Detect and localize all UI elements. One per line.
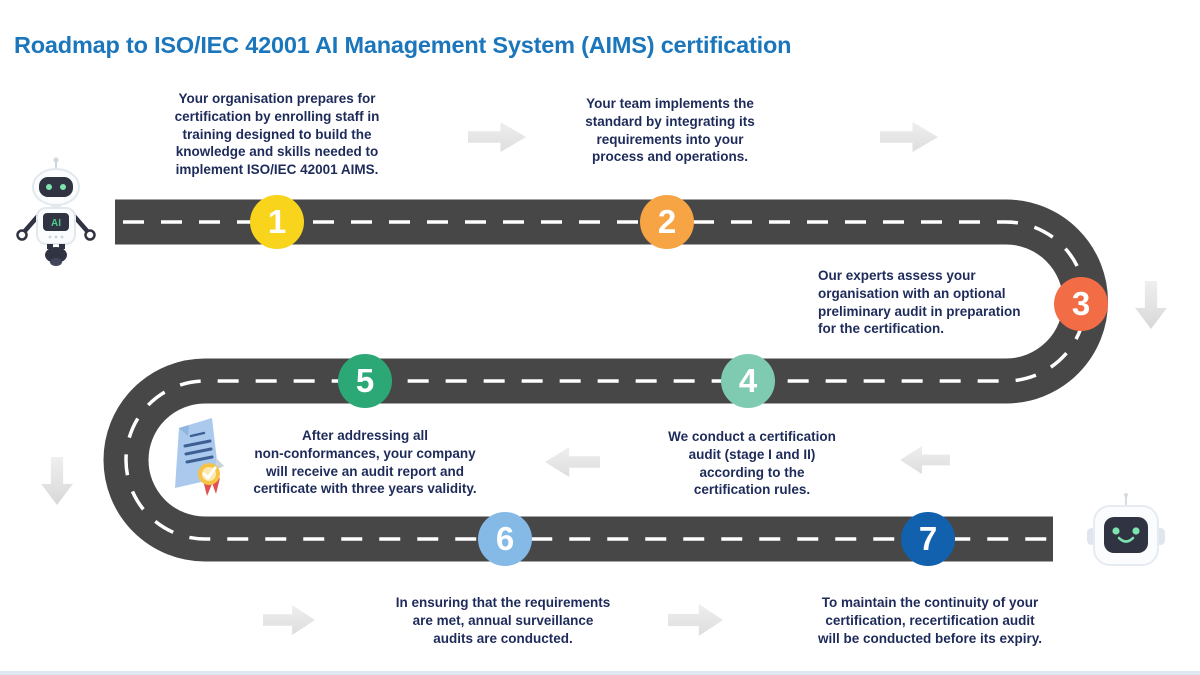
step-number-4: 4 [738, 362, 758, 399]
certificate-icon [175, 418, 224, 496]
step-marker-2: 2 [640, 195, 694, 249]
step-text-4: We conduct a certification audit (stage … [668, 429, 836, 498]
bottom-divider [0, 671, 1200, 675]
step-number-6: 6 [495, 520, 515, 557]
step-text-5: After addressing all non-conformances, y… [253, 428, 477, 497]
step-text-3: Our experts assess your organisation wit… [818, 268, 1021, 337]
step-marker-7: 7 [901, 512, 955, 566]
step-text-2: Your team implements the standard by int… [585, 96, 755, 165]
step-marker-3: 3 [1054, 277, 1108, 331]
step-number-2: 2 [657, 203, 677, 240]
step-number-5: 5 [355, 362, 375, 399]
step-text-6: In ensuring that the requirements are me… [395, 595, 611, 646]
step-text-1: Your organisation prepares for certifica… [174, 91, 380, 178]
step-number-1: 1 [267, 203, 287, 240]
ai-robot-icon: AI [16, 157, 96, 266]
svg-text:AI: AI [51, 218, 61, 229]
robot-head-icon [1087, 493, 1165, 566]
step-marker-4: 4 [721, 354, 775, 408]
step-number-3: 3 [1071, 285, 1091, 322]
step-number-7: 7 [918, 520, 938, 557]
step-marker-1: 1 [250, 195, 304, 249]
step-text-7: To maintain the continuity of your certi… [817, 595, 1043, 646]
step-marker-5: 5 [338, 354, 392, 408]
step-marker-6: 6 [478, 512, 532, 566]
road-center-line [115, 220, 1088, 541]
page-title: Roadmap to ISO/IEC 42001 AI Management S… [14, 32, 792, 58]
